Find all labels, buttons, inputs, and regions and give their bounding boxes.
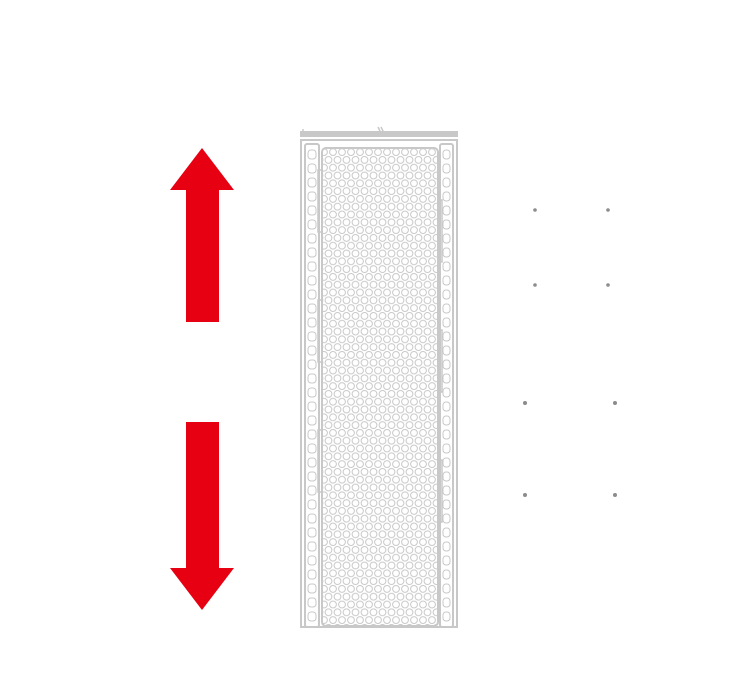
rail-slot — [307, 569, 317, 580]
rail-slot — [307, 527, 317, 538]
dot-grid — [523, 208, 617, 497]
rail-slot — [442, 317, 451, 328]
dot — [606, 283, 610, 287]
rail-slot — [442, 471, 451, 482]
rail-slot — [442, 513, 451, 524]
dot — [613, 493, 617, 497]
rail-slot — [307, 443, 317, 454]
arrow-down-icon — [170, 422, 234, 610]
rail-slot — [307, 219, 317, 230]
rail-slot — [307, 233, 317, 244]
dot — [533, 208, 537, 212]
rail-slot — [442, 499, 451, 510]
rail-slot — [442, 275, 451, 286]
rail-slot — [442, 247, 451, 258]
rail-slot — [442, 541, 451, 552]
rail-slot — [442, 583, 451, 594]
rail-slot — [442, 163, 451, 174]
dot — [523, 401, 527, 405]
rail-slot — [307, 331, 317, 342]
rail-slot — [307, 205, 317, 216]
rail-slot — [442, 401, 451, 412]
rail-slot — [307, 191, 317, 202]
rail-slot — [307, 373, 317, 384]
rail-slot — [307, 177, 317, 188]
rail-slot — [307, 429, 317, 440]
rail-slot — [442, 345, 451, 356]
rail-slot — [307, 247, 317, 258]
rail-slot — [307, 541, 317, 552]
dot — [523, 493, 527, 497]
rail-slot — [307, 401, 317, 412]
rail-slot — [307, 289, 317, 300]
rail-slot — [442, 485, 451, 496]
rail-slot — [307, 597, 317, 608]
rail-slot — [442, 597, 451, 608]
rail-slot — [442, 303, 451, 314]
rail-slot — [307, 275, 317, 286]
rail-slot — [307, 345, 317, 356]
rail-slot — [307, 317, 317, 328]
dot — [606, 208, 610, 212]
rail-slot — [442, 611, 451, 622]
rail-slot — [307, 415, 317, 426]
rail-slot — [307, 555, 317, 566]
rail-slot — [442, 569, 451, 580]
rail-slot — [307, 303, 317, 314]
rail-slot — [307, 457, 317, 468]
rail-slot — [442, 415, 451, 426]
rail-slot — [442, 457, 451, 468]
rail-slot — [307, 485, 317, 496]
rail-slot — [307, 513, 317, 524]
rail-slot — [442, 387, 451, 398]
rail-slot — [442, 555, 451, 566]
rail-slot — [442, 261, 451, 272]
rail-slot — [307, 261, 317, 272]
rail-slot — [307, 163, 317, 174]
rail-slot — [442, 443, 451, 454]
rail-slot — [307, 471, 317, 482]
rail-slot — [442, 359, 451, 370]
rail-slot — [442, 191, 451, 202]
rail-slot — [307, 499, 317, 510]
rail-slot — [442, 205, 451, 216]
dot — [613, 401, 617, 405]
arrow-up-icon — [170, 148, 234, 322]
rail-slot — [442, 527, 451, 538]
rail-slot — [307, 149, 317, 160]
perforated-panel-illustration — [300, 126, 458, 628]
rail-slot — [307, 611, 317, 622]
rail-slot — [442, 331, 451, 342]
rail-slot — [442, 429, 451, 440]
rail-slot — [442, 149, 451, 160]
rail-slot — [307, 583, 317, 594]
rail-slot — [307, 359, 317, 370]
rail-slot — [442, 373, 451, 384]
rail-slot — [442, 177, 451, 188]
rail-slot — [442, 219, 451, 230]
dot — [533, 283, 537, 287]
rail-slot — [442, 289, 451, 300]
rail-slot — [442, 233, 451, 244]
rail-slot — [307, 387, 317, 398]
